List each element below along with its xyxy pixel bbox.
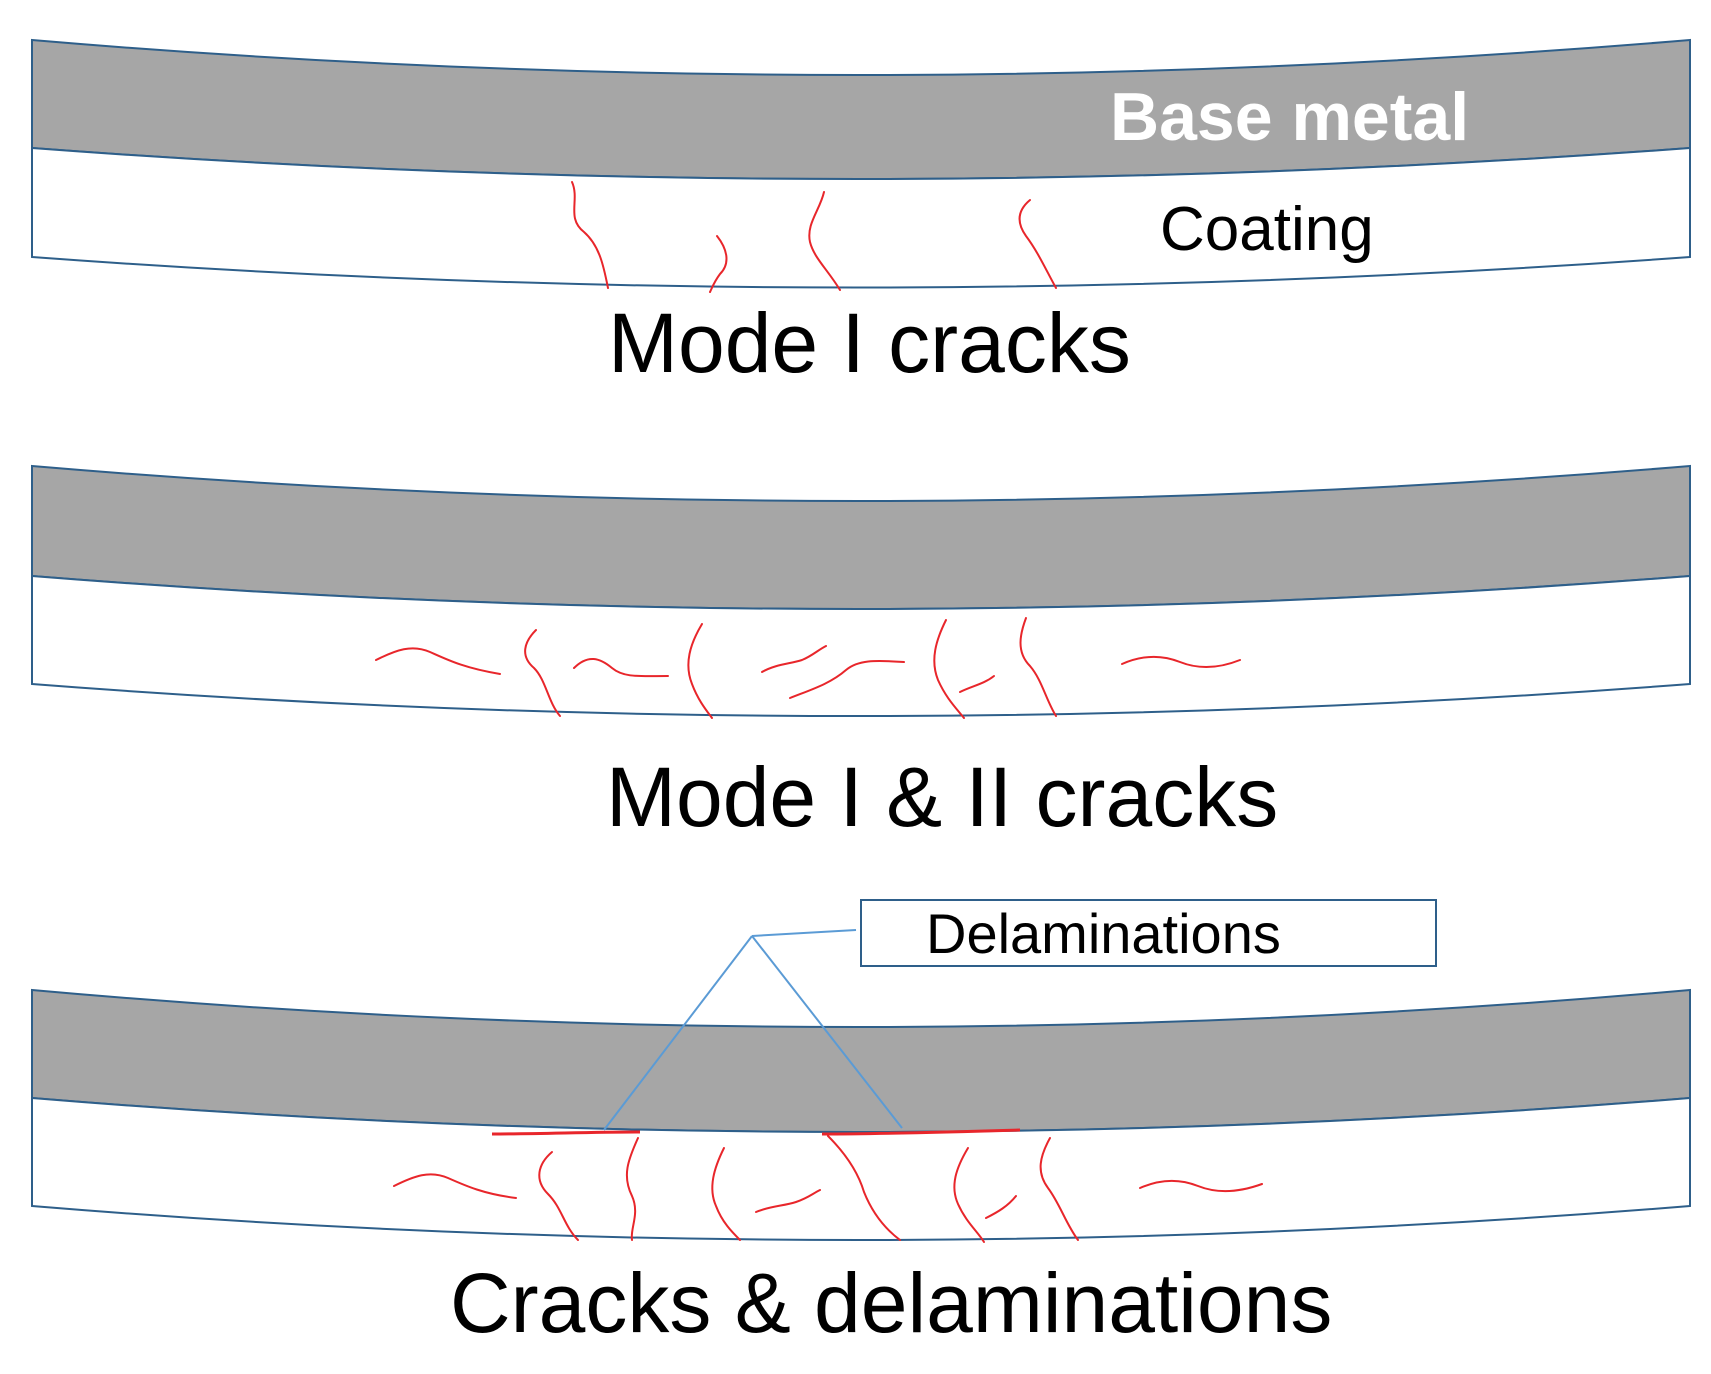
panel-title: Mode I cracks xyxy=(608,296,1131,390)
panel-mode-1-2: Mode I & II cracks xyxy=(31,464,1691,844)
crack xyxy=(538,1151,579,1241)
crack xyxy=(933,619,965,719)
crack xyxy=(393,1173,517,1199)
crack xyxy=(953,1147,985,1243)
crack xyxy=(789,660,905,699)
crack xyxy=(573,658,669,678)
callout-label: Delaminations xyxy=(926,902,1281,965)
crack xyxy=(687,623,713,719)
callout-leader-line xyxy=(603,935,753,1131)
crack xyxy=(827,1135,901,1241)
coating-layer xyxy=(31,1096,1691,1241)
panel-cracks-delaminations: Delaminations Cracks & delaminations xyxy=(31,899,1691,1350)
crack xyxy=(755,1189,821,1213)
coating-layer xyxy=(31,146,1691,289)
crack xyxy=(571,181,609,289)
callout-leader-line xyxy=(751,929,857,937)
crack xyxy=(625,1137,639,1241)
crack xyxy=(524,629,561,717)
coating-label: Coating xyxy=(1160,195,1374,264)
callout-box xyxy=(860,899,1437,967)
crack xyxy=(959,675,995,693)
delamination-group xyxy=(491,1128,1021,1136)
crack-group xyxy=(375,617,1241,719)
crack xyxy=(1018,199,1057,289)
panel-mode-1: Base metal Coating Mode I cracks xyxy=(31,38,1691,390)
crack-group xyxy=(393,1135,1263,1243)
crack xyxy=(1039,1137,1079,1241)
crack xyxy=(808,191,841,291)
crack xyxy=(711,1147,741,1241)
crack xyxy=(375,647,501,675)
callout-leader-line xyxy=(751,935,903,1129)
crack xyxy=(985,1195,1017,1219)
crack-group xyxy=(571,181,1057,293)
crack xyxy=(709,235,728,293)
delamination xyxy=(491,1130,641,1136)
crack xyxy=(1121,656,1241,668)
base-metal-layer xyxy=(31,464,1691,610)
panel-title: Cracks & delaminations xyxy=(450,1256,1332,1350)
delamination xyxy=(821,1128,1021,1136)
panel-title: Mode I & II cracks xyxy=(606,750,1278,844)
delamination-callout: Delaminations xyxy=(603,899,1437,1131)
coating-layer xyxy=(31,574,1691,717)
crack xyxy=(761,645,827,673)
crack xyxy=(1139,1180,1263,1193)
base-metal-layer xyxy=(31,988,1691,1133)
base-metal-label: Base metal xyxy=(1110,79,1469,155)
crack xyxy=(1019,617,1057,717)
